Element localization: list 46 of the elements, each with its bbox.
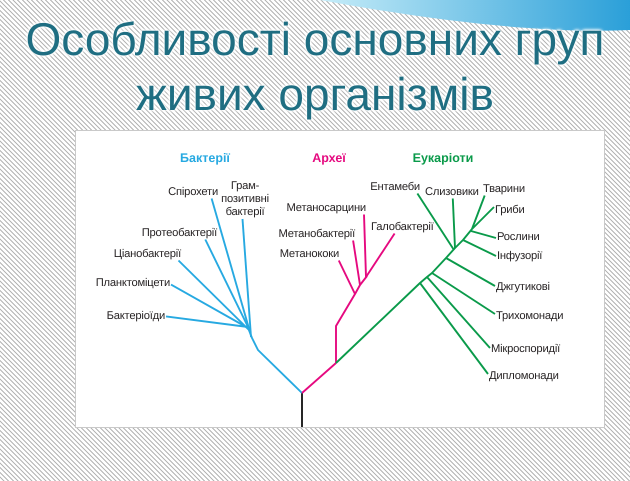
tree-branch	[170, 284, 248, 329]
taxon-label: Дипломонади	[488, 370, 560, 382]
tree-branch	[416, 192, 455, 251]
taxon-label: Метанококи	[278, 248, 340, 260]
taxon-label: Протеобактерії	[140, 226, 218, 240]
tree-branch	[426, 276, 491, 349]
tree-branch	[210, 198, 251, 332]
tree-branch	[178, 260, 250, 331]
taxon-label: Інфузорії	[496, 250, 544, 262]
taxon-label: Бактеріоїди	[106, 310, 166, 322]
taxon-label: Мікроспоридії	[490, 342, 562, 356]
taxon-label: Галобактерії	[370, 220, 435, 234]
tree-branch	[352, 240, 361, 286]
slide-title: Особливості основних груп живих організмів	[24, 12, 606, 122]
taxon-label: Рослини	[496, 230, 541, 244]
tree-branch	[431, 272, 496, 315]
taxon-label: Тварини	[482, 182, 526, 196]
taxon-label: Метаносарцини	[286, 202, 367, 214]
taxon-label: Гриби	[494, 204, 526, 216]
tree-trunk	[335, 228, 473, 364]
taxon-label: Метанобактерії	[277, 228, 356, 240]
tree-branch	[446, 257, 496, 287]
group-heading: Еукаріоти	[412, 151, 474, 165]
tree-branch	[452, 198, 456, 248]
tree-branch	[471, 206, 495, 230]
group-heading: Археї	[312, 151, 346, 165]
taxon-label: Планктоміцети	[94, 276, 171, 290]
tree-branch	[419, 282, 489, 375]
group-heading: Бактерії	[180, 151, 230, 165]
tree-branch	[363, 214, 367, 278]
taxon-label: Джгутикові	[495, 280, 551, 294]
tree-branch	[470, 230, 496, 239]
tree-root	[301, 393, 303, 427]
taxon-label: Ентамеби	[369, 180, 421, 194]
tree-branch	[166, 315, 248, 328]
taxon-label: Слизовики	[424, 186, 480, 198]
tree-trunk	[301, 362, 337, 394]
taxon-label: Трихомонади	[495, 310, 564, 322]
tree-branch	[462, 239, 496, 257]
taxon-label: Ціанобактерії	[112, 248, 182, 260]
tree-branch	[338, 260, 356, 294]
tree-branch	[471, 195, 486, 230]
tree-trunk	[335, 275, 368, 363]
tree-branch	[365, 232, 396, 278]
taxon-label: Спірохети	[167, 186, 219, 198]
tree-branch	[242, 218, 252, 338]
